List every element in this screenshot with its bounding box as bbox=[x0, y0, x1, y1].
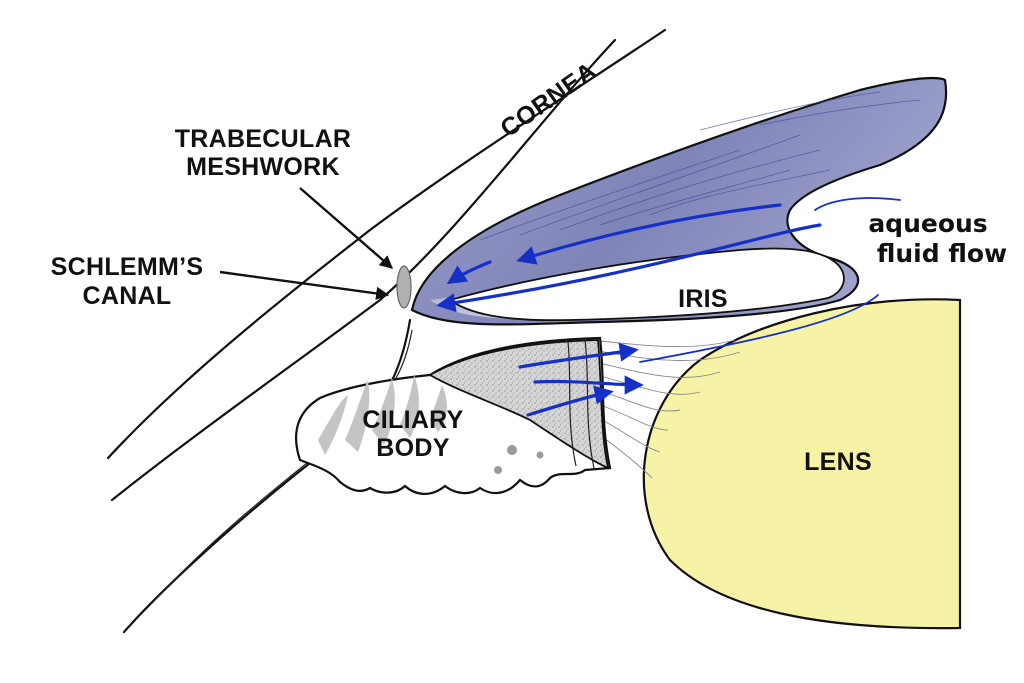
aqueous-flow-arrows bbox=[436, 197, 901, 417]
lens-label: LENS bbox=[804, 448, 872, 476]
ciliary-vessel bbox=[507, 445, 517, 455]
ciliary-processes bbox=[318, 375, 447, 455]
aqueous-flow-label-line2: fluid flow bbox=[877, 239, 1007, 268]
ciliary-body-label-line2: BODY bbox=[376, 434, 449, 462]
ciliary-body-label-line1: CILIARY bbox=[362, 406, 463, 434]
ciliary-vessel bbox=[536, 451, 544, 459]
schlemms-canal-shape bbox=[396, 265, 412, 309]
schlemms-canal-label-line1: SCHLEMM’S bbox=[51, 253, 204, 281]
ciliary-muscle bbox=[428, 339, 610, 470]
trabecular-meshwork-label-line2: MESHWORK bbox=[186, 153, 340, 181]
schlemm-pointer-arrow bbox=[219, 270, 390, 300]
lens-shape bbox=[642, 298, 962, 630]
cornea-sclera-lines bbox=[106, 28, 667, 634]
trabecular-pointer-arrow bbox=[299, 187, 393, 269]
trabecular-meshwork-label-line1: TRABECULAR bbox=[175, 125, 352, 153]
aqueous-flow-label-line1: aqueous bbox=[868, 209, 987, 238]
schlemms-canal-label-line2: CANAL bbox=[83, 282, 172, 310]
iris-fiber-lines bbox=[479, 91, 921, 241]
cornea-label: CORNEA bbox=[495, 57, 601, 143]
ciliary-vessel bbox=[494, 466, 502, 474]
iris-label: IRIS bbox=[678, 285, 728, 313]
iris-posterior-white bbox=[447, 247, 845, 322]
